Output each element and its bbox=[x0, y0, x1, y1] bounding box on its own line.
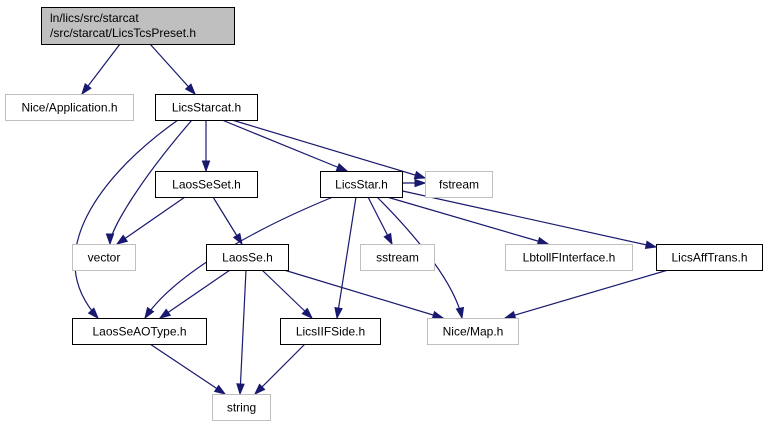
node-label-fstream: fstream bbox=[439, 178, 479, 192]
node-box-laosseset bbox=[155, 171, 258, 198]
node-laosseset[interactable]: LaosSeSet.h bbox=[155, 171, 258, 198]
arrowhead-licsstarcat-to-fstream bbox=[413, 170, 427, 180]
arrowhead-root-to-licsstarcat bbox=[184, 83, 196, 96]
node-box-vector bbox=[72, 244, 136, 271]
node-laosseaotype[interactable]: LaosSeAOType.h bbox=[72, 318, 207, 345]
edge-licsstar-to-lbtoll bbox=[386, 196, 549, 245]
node-string[interactable]: string bbox=[212, 394, 271, 421]
node-box-licsstar bbox=[320, 171, 403, 198]
arrowhead-laosseset-to-vector bbox=[115, 234, 129, 245]
node-label-laosse: LaosSe.h bbox=[222, 251, 273, 265]
node-label-laosseset: LaosSeSet.h bbox=[172, 178, 241, 192]
node-label-licsiifside: LicsIIFSide.h bbox=[296, 325, 365, 339]
arrowhead-laosse-to-laosseaotype bbox=[158, 308, 172, 319]
node-vector[interactable]: vector bbox=[72, 244, 136, 271]
node-licsstar[interactable]: LicsStar.h bbox=[320, 171, 403, 198]
node-label-licsafftrans: LicsAffTrans.h bbox=[671, 251, 747, 265]
edge-laosse-to-licsiifside bbox=[261, 269, 313, 319]
node-box-licsafftrans bbox=[656, 244, 763, 271]
node-box-licsiifside bbox=[280, 318, 381, 345]
node-label-laosseaotype: LaosSeAOType.h bbox=[92, 325, 186, 339]
edge-root-to-licsstarcat bbox=[149, 43, 196, 95]
edge-licsstar-to-licsafftrans bbox=[397, 189, 657, 248]
node-licsstarcat[interactable]: LicsStarcat.h bbox=[155, 94, 258, 121]
arrowhead-licsstar-to-fstream bbox=[414, 178, 427, 188]
node-label-lbtoll: LbtollFInterface.h bbox=[523, 251, 616, 265]
arrowhead-licsstarcat-to-laosseaotype bbox=[87, 307, 99, 320]
node-box-nice_app bbox=[5, 94, 134, 121]
node-nice_app[interactable]: Nice/Application.h bbox=[5, 94, 134, 121]
node-licsiifside[interactable]: LicsIIFSide.h bbox=[280, 318, 381, 345]
node-label-nice_app: Nice/Application.h bbox=[21, 101, 117, 115]
node-label-root-line-2: /src/starcat/LicsTcsPreset.h bbox=[50, 26, 196, 40]
arrowhead-licsstar-to-laosseaotype bbox=[144, 306, 155, 320]
arrowhead-licsstar-to-nicemap bbox=[455, 306, 465, 320]
arrowhead-licsstarcat-to-vector bbox=[105, 233, 115, 246]
arrowhead-laosse-to-string bbox=[236, 383, 245, 396]
edge-licsstarcat-to-laosseaotype bbox=[74, 119, 179, 319]
node-box-fstream bbox=[425, 171, 493, 198]
arrowhead-licsstar-to-sstream bbox=[383, 232, 393, 246]
node-label-string: string bbox=[227, 401, 256, 415]
arrowhead-licsiifside-to-string bbox=[253, 383, 266, 396]
node-label-sstream: sstream bbox=[376, 251, 419, 265]
node-label-vector: vector bbox=[88, 251, 121, 265]
node-fstream[interactable]: fstream bbox=[425, 171, 493, 198]
node-box-laosse bbox=[206, 244, 289, 271]
edge-licsafftrans-to-nicemap bbox=[504, 269, 669, 319]
edge-licsstarcat-to-fstream bbox=[231, 119, 426, 179]
edge-laosse-to-string bbox=[239, 269, 247, 395]
arrowhead-licsstarcat-to-licsstar bbox=[335, 163, 349, 172]
arrowhead-laosseaotype-to-string bbox=[213, 384, 227, 395]
node-box-laosseaotype bbox=[72, 318, 207, 345]
node-box-root bbox=[41, 7, 235, 45]
nodes-layer: ln/lics/src/starcat/src/starcat/LicsTcsP… bbox=[5, 7, 763, 421]
node-label-licsstar: LicsStar.h bbox=[335, 178, 388, 192]
arrowhead-licsstar-to-lbtoll bbox=[536, 236, 550, 246]
node-box-licsstarcat bbox=[155, 94, 258, 121]
arrowhead-licsstarcat-to-laosseset bbox=[201, 160, 211, 173]
node-label-nicemap: Nice/Map.h bbox=[443, 325, 504, 339]
node-label-root-line-1: ln/lics/src/starcat bbox=[50, 11, 139, 25]
edge-laosse-to-nicemap bbox=[283, 269, 444, 319]
node-box-lbtoll bbox=[505, 244, 633, 271]
node-box-nicemap bbox=[427, 318, 519, 345]
edge-licsstarcat-to-licsstar bbox=[221, 119, 348, 172]
arrowhead-licsafftrans-to-nicemap bbox=[503, 310, 517, 320]
node-root[interactable]: ln/lics/src/starcat/src/starcat/LicsTcsP… bbox=[41, 7, 235, 45]
node-sstream[interactable]: sstream bbox=[360, 244, 435, 271]
node-label-licsstarcat: LicsStarcat.h bbox=[172, 101, 241, 115]
node-box-string bbox=[212, 394, 271, 421]
edge-laosseaotype-to-string bbox=[149, 343, 226, 395]
edge-licsiifside-to-string bbox=[254, 343, 306, 395]
node-lbtoll[interactable]: LbtollFInterface.h bbox=[505, 244, 633, 271]
edge-licsstar-to-licsiifside bbox=[336, 196, 357, 319]
arrowhead-laosse-to-licsiifside bbox=[301, 307, 314, 320]
edge-laosseset-to-vector bbox=[116, 196, 186, 245]
arrowhead-licsstar-to-licsiifside bbox=[334, 306, 343, 320]
node-laosse[interactable]: LaosSe.h bbox=[206, 244, 289, 271]
node-box-sstream bbox=[360, 244, 435, 271]
arrowhead-laosse-to-nicemap bbox=[431, 310, 445, 320]
arrowhead-root-to-nice_app bbox=[81, 83, 92, 96]
edge-laosse-to-laosseaotype bbox=[159, 269, 231, 319]
arrowhead-licsstar-to-licsafftrans bbox=[644, 240, 658, 249]
node-licsafftrans[interactable]: LicsAffTrans.h bbox=[656, 244, 763, 271]
node-nicemap[interactable]: Nice/Map.h bbox=[427, 318, 519, 345]
